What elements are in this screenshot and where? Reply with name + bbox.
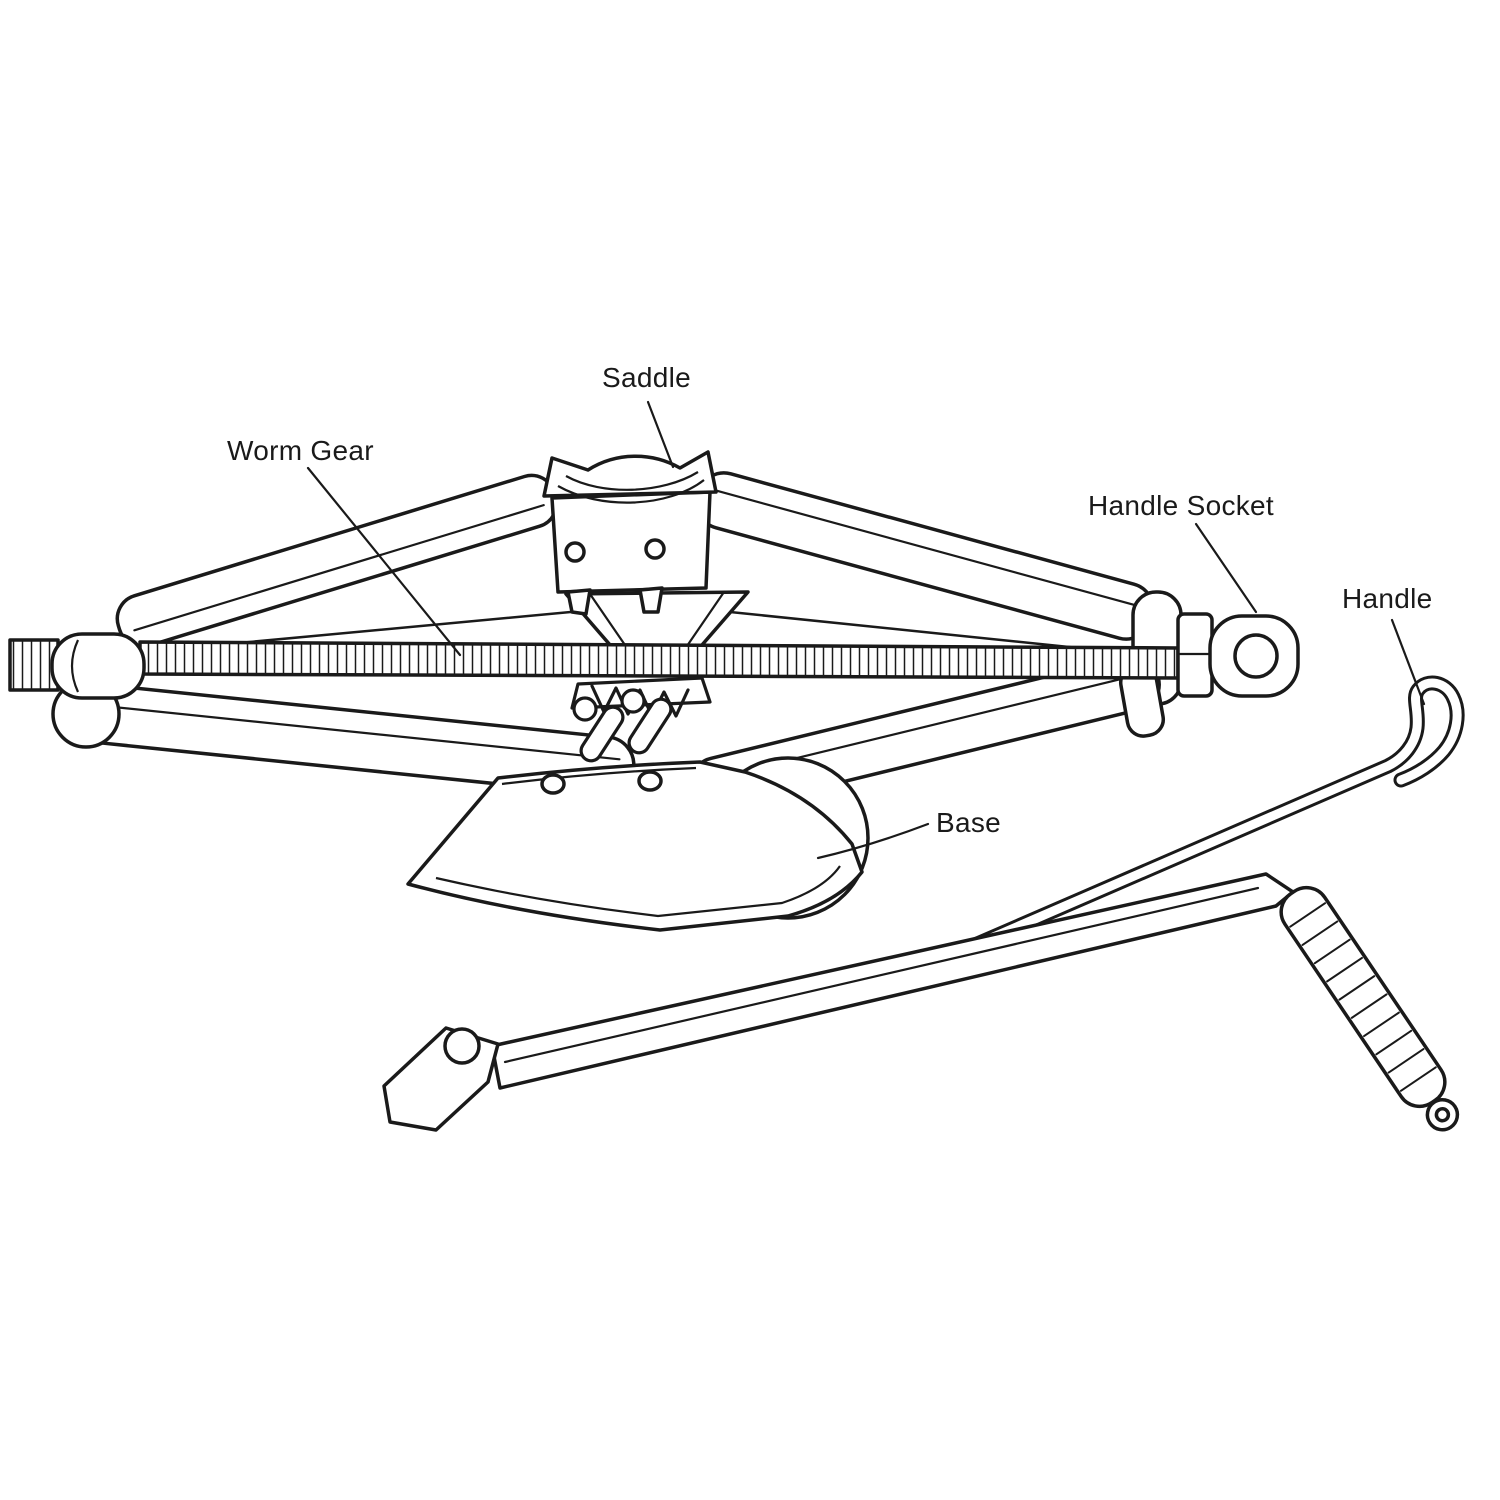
scissor-arms [51,471,1183,814]
grip-tip-hole [1434,1106,1451,1123]
saddle-rivet-left [564,541,586,563]
label-base: Base [936,807,1002,838]
socket-hole [1233,633,1279,679]
base-part [406,760,864,932]
handle-leader-line [1390,618,1426,706]
worm-gear-screw [138,640,1180,680]
sleeve-detail [70,639,79,693]
handle-hook-rod-core [963,678,1462,953]
saddle-part [542,450,718,616]
label-handle-socket: Handle Socket [1088,490,1275,521]
base-hole-right [637,770,663,792]
handle-socket-part [1176,612,1300,698]
saddle-tabs [566,586,664,616]
roller-right [627,697,673,755]
handle-part [382,675,1465,1132]
roller-left [579,705,625,763]
saddle-rivet-right [644,538,666,560]
worm-gear-leader-line [306,466,462,657]
handle-socket-leader-line [1194,522,1258,614]
label-worm-gear: Worm Gear [227,435,374,466]
clevis-pin [443,1027,481,1065]
label-saddle: Saddle [602,362,691,393]
roller-pin-right [620,688,646,714]
label-handle: Handle [1342,583,1433,614]
handle-grip [1279,885,1460,1132]
roller-pin-left [572,696,598,722]
handle-clevis [382,1026,500,1132]
screw-left-sleeve [50,632,146,700]
saddle-leader-line [646,400,675,469]
handle-bar-line [503,886,1260,1064]
screw-left-threads [8,638,60,692]
center-linkage [570,676,712,763]
grip-hatching [1289,902,1437,1092]
leader-lines [306,400,1426,860]
base-outline [406,760,864,932]
base-inner-line [435,865,841,918]
base-hole-left [540,773,566,795]
upper-left-arm [115,473,559,649]
base-leader-line [816,822,930,860]
base-top-line [501,766,697,786]
saddle-cradle-lines [557,471,705,504]
